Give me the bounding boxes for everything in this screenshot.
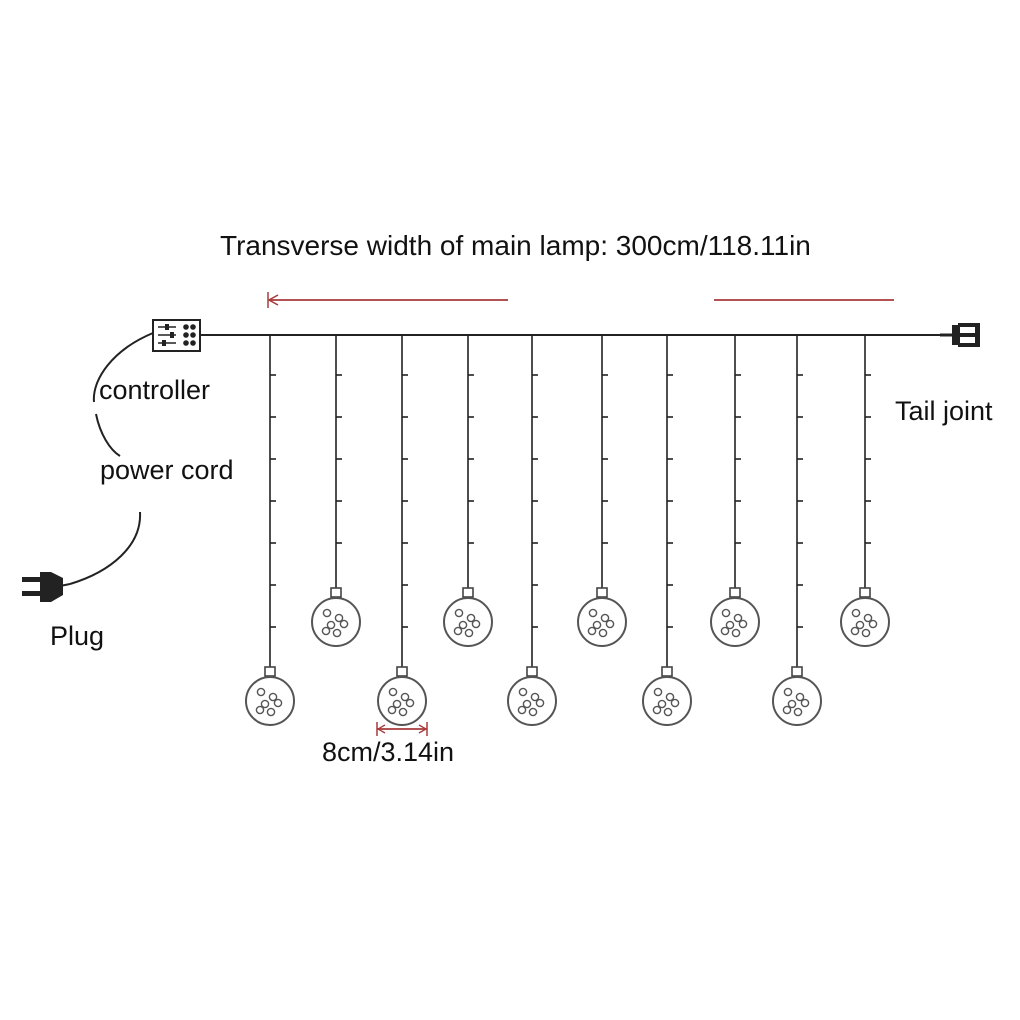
plug-icon [22, 572, 71, 602]
lamp-cap [596, 587, 608, 598]
lamp-strands [245, 335, 890, 726]
lamp-cap [859, 587, 871, 598]
strand [710, 335, 760, 647]
controller-box-icon [152, 319, 201, 352]
ball-lamp-icon [577, 597, 627, 647]
tail-joint-label: Tail joint [895, 396, 993, 426]
ball-lamp-icon [840, 597, 890, 647]
lamp-cap [264, 666, 276, 677]
plug-label: Plug [50, 621, 105, 651]
ball-lamp-icon [772, 676, 822, 726]
lamp-cap [526, 666, 538, 677]
lamp-cap [396, 666, 408, 677]
ball-lamp-icon [311, 597, 361, 647]
lamp-cap [330, 587, 342, 598]
width-dimension-line [267, 292, 894, 308]
lamp-cap [462, 587, 474, 598]
lamp-cap [791, 666, 803, 677]
strand [577, 335, 627, 647]
power-cord [69, 332, 154, 585]
main-width-label: Transverse width of main lamp: 300cm/118… [220, 230, 811, 261]
strand [642, 335, 692, 726]
power-cord-label: power cord [100, 455, 234, 485]
lamp-cap [661, 666, 673, 677]
ball-lamp-icon [443, 597, 493, 647]
ball-lamp-icon [642, 676, 692, 726]
lamp-cap [729, 587, 741, 598]
strand [840, 335, 890, 647]
strand [772, 335, 822, 726]
ball-lamp-icon [245, 676, 295, 726]
strand [443, 335, 493, 647]
ball-lamp-icon [710, 597, 760, 647]
ball-size-label: 8cm/3.14in [322, 737, 455, 767]
controller-label: controller [99, 375, 211, 405]
strand [377, 335, 427, 726]
ball-lamp-icon [377, 676, 427, 726]
strand [311, 335, 361, 647]
tail-connector-icon [940, 323, 980, 347]
strand [245, 335, 295, 726]
ball-size-dimension [376, 722, 428, 736]
ball-lamp-icon [507, 676, 557, 726]
strand [507, 335, 557, 726]
